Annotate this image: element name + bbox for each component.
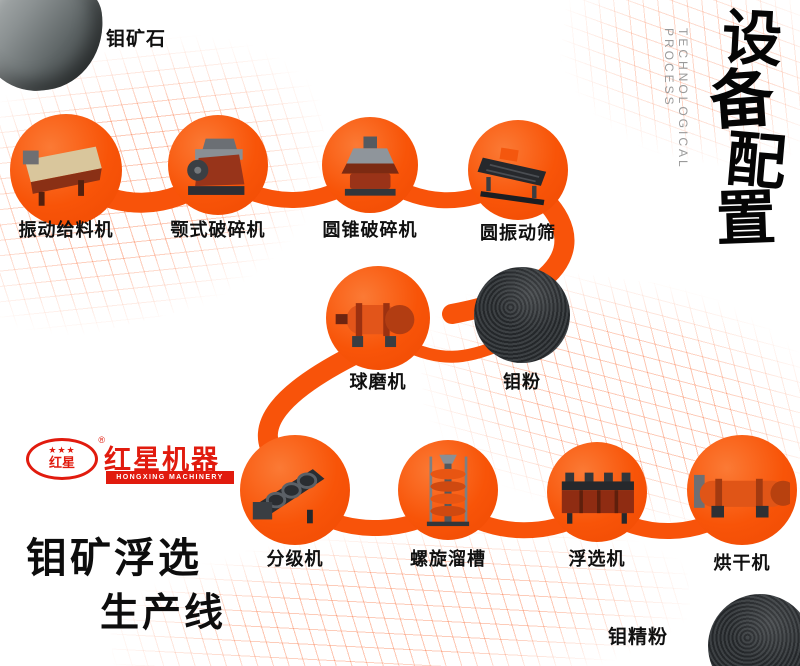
brand-name-cn: 红星机器: [104, 445, 220, 475]
badge-cn-text: 红星: [48, 455, 75, 470]
flotation-machine-icon: [561, 472, 634, 524]
station-label-jaw-crusher: 颚式破碎机: [170, 220, 266, 240]
brand-badge: ★★★ 红星 ®: [26, 435, 105, 480]
poster-title-line1: 钼矿浮选: [26, 535, 202, 581]
station-label-classifier: 分级机: [266, 549, 324, 569]
jaw-crusher-icon: [187, 138, 245, 195]
ball-mill-icon: [335, 303, 415, 348]
vibrating-feeder-icon: [22, 146, 102, 206]
poster-title-line2: 生产线: [100, 592, 227, 635]
station-label-ball-mill: 球磨机: [349, 372, 407, 392]
vertical-english-caption: TECHNOLOGICAL PROCESS: [662, 28, 690, 170]
station-classifier: [240, 435, 350, 545]
calligraphy-title: 设 备 配 置: [700, 3, 796, 256]
station-dryer: [687, 435, 797, 545]
ore-label: 钼矿石: [106, 29, 167, 50]
registered-mark: ®: [98, 435, 105, 445]
station-ball-mill: [326, 266, 430, 370]
station-label-dryer: 烘干机: [713, 553, 771, 573]
station-cone-crusher: [322, 117, 418, 213]
classifier-icon: [252, 468, 325, 523]
station-circular-vibrating-screen: [468, 120, 568, 220]
station-flotation-machine: [547, 442, 647, 542]
spiral-chute-icon: [426, 454, 470, 527]
circular-vibrating-screen-icon: [477, 147, 547, 206]
final-product-label: 钼精粉: [608, 627, 669, 648]
station-label-vibrating-feeder: 振动给料机: [18, 220, 114, 240]
cone-crusher-icon: [341, 136, 399, 196]
station-label-moly-powder: 钼粉: [503, 372, 541, 392]
station-label-cone-crusher: 圆锥破碎机: [322, 220, 418, 240]
brand-name-en: HONGXING MACHINERY: [106, 471, 234, 484]
dryer-icon: [693, 474, 791, 518]
station-label-spiral-chute: 螺旋溜槽: [410, 549, 486, 569]
station-vibrating-feeder: [10, 114, 122, 226]
station-moly-powder: [474, 267, 570, 363]
badge-stars-icon: ★★★: [48, 445, 76, 455]
station-label-flotation-machine: 浮选机: [568, 549, 626, 569]
station-jaw-crusher: [168, 115, 268, 215]
calligraphy-char: 备: [707, 60, 777, 140]
station-spiral-chute: [398, 440, 498, 540]
station-label-circular-vibrating-screen: 圆振动筛: [480, 223, 556, 243]
calligraphy-char: 置: [714, 183, 778, 256]
